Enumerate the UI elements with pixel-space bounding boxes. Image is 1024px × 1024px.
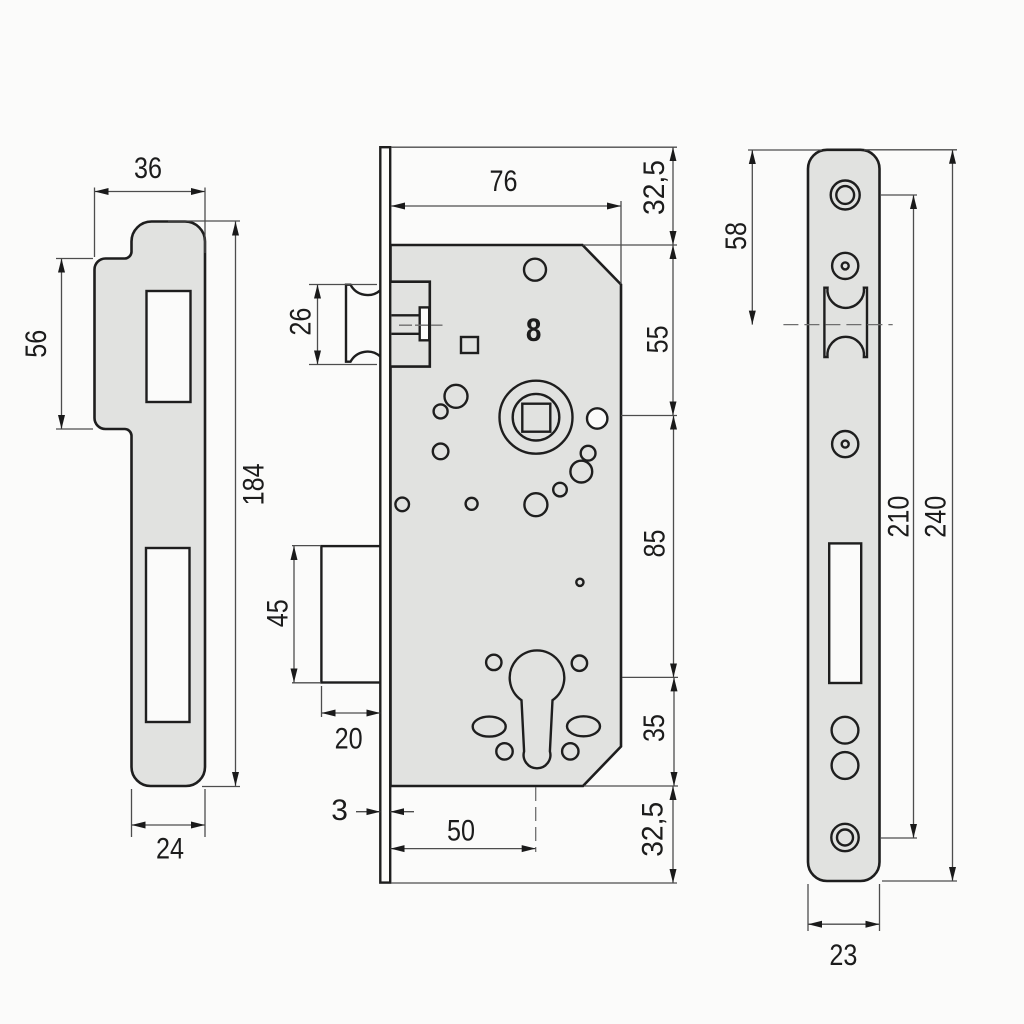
svg-text:55: 55 bbox=[642, 325, 675, 353]
svg-text:36: 36 bbox=[134, 152, 162, 185]
svg-text:20: 20 bbox=[335, 723, 363, 756]
svg-text:3: 3 bbox=[331, 794, 348, 827]
svg-text:210: 210 bbox=[882, 496, 915, 538]
svg-text:24: 24 bbox=[156, 832, 184, 865]
svg-text:23: 23 bbox=[829, 939, 857, 972]
svg-text:45: 45 bbox=[262, 599, 295, 627]
svg-text:240: 240 bbox=[920, 496, 953, 538]
svg-text:184: 184 bbox=[238, 463, 271, 505]
svg-text:56: 56 bbox=[20, 330, 53, 358]
svg-text:26: 26 bbox=[285, 308, 318, 336]
svg-text:50: 50 bbox=[447, 814, 475, 847]
svg-text:76: 76 bbox=[490, 165, 518, 198]
svg-text:58: 58 bbox=[720, 222, 753, 250]
svg-text:8: 8 bbox=[526, 312, 542, 348]
svg-text:32,5: 32,5 bbox=[636, 802, 669, 857]
svg-text:35: 35 bbox=[638, 714, 671, 742]
svg-text:32,5: 32,5 bbox=[638, 160, 671, 215]
svg-text:85: 85 bbox=[639, 530, 672, 558]
